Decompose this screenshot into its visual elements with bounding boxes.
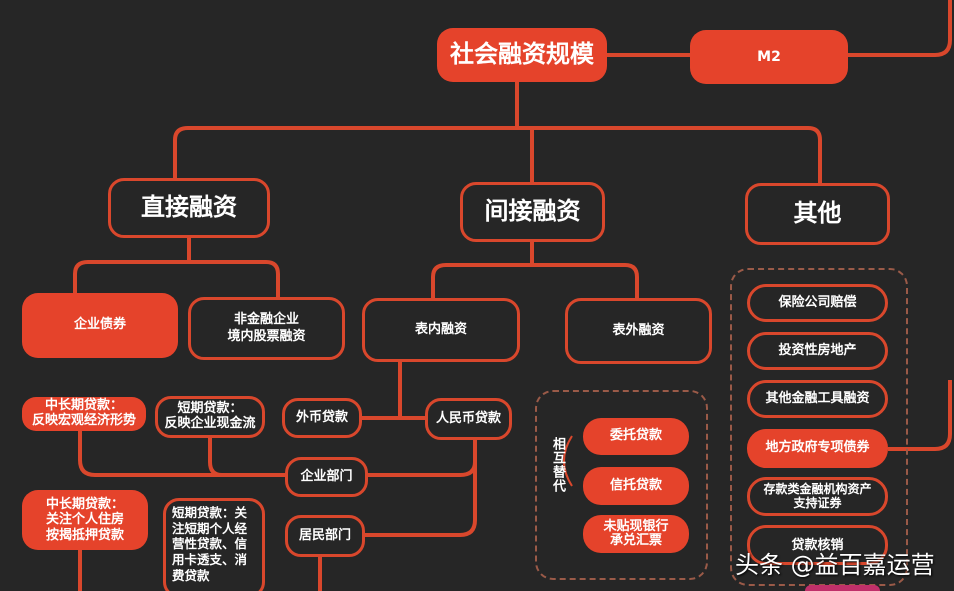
abs-node: 存款类金融机构资产 支持证券	[747, 477, 888, 516]
corp-long-term-loan-node: 中长期贷款： 反映宏观经济形势	[22, 397, 146, 431]
undiscounted-bankers-acceptance-node: 未贴现银行 承兑汇票	[583, 515, 689, 553]
rmb-loan-node: 人民币贷款	[425, 398, 512, 440]
m2-node: M2	[690, 30, 848, 84]
corporate-bond-node: 企业债券	[22, 293, 178, 358]
loan-writeoff-node: 贷款核销	[747, 525, 888, 565]
on-balance-node: 表内融资	[362, 298, 520, 362]
other-node: 其他	[745, 183, 890, 245]
mutual-substitution-label: 相互替代	[550, 437, 565, 493]
entrusted-loan-node: 委托贷款	[583, 418, 689, 455]
foreign-loan-node: 外币贷款	[282, 398, 362, 438]
off-balance-node: 表外融资	[565, 298, 712, 364]
direct-financing-node: 直接融资	[108, 178, 270, 238]
insurance-compensation-node: 保险公司赔偿	[747, 284, 888, 322]
investment-property-node: 投资性房地产	[747, 332, 888, 370]
indirect-financing-node: 间接融资	[460, 182, 605, 242]
equity-financing-node: 非金融企业 境内股票融资	[188, 297, 345, 360]
watermark: 头条 @益百嘉运营	[735, 551, 935, 579]
corp-short-term-loan-node: 短期贷款： 反映企业现金流	[155, 396, 265, 438]
partial-node-bottom	[805, 585, 880, 591]
root-node-social-financing: 社会融资规模	[437, 28, 607, 82]
household-short-term-loan-node: 短期贷款：关注短期个人经营性贷款、信用卡透支、消费贷款	[163, 498, 265, 591]
trust-loan-node: 信托贷款	[583, 467, 689, 505]
household-sector-node: 居民部门	[285, 515, 365, 557]
other-instruments-node: 其他金融工具融资	[747, 380, 888, 418]
local-gov-special-bond-node: 地方政府专项债券	[747, 429, 888, 468]
corporate-sector-node: 企业部门	[285, 457, 368, 497]
off-balance-group	[535, 390, 708, 580]
household-long-term-loan-node: 中长期贷款： 关注个人住房 按揭抵押贷款	[22, 490, 148, 550]
